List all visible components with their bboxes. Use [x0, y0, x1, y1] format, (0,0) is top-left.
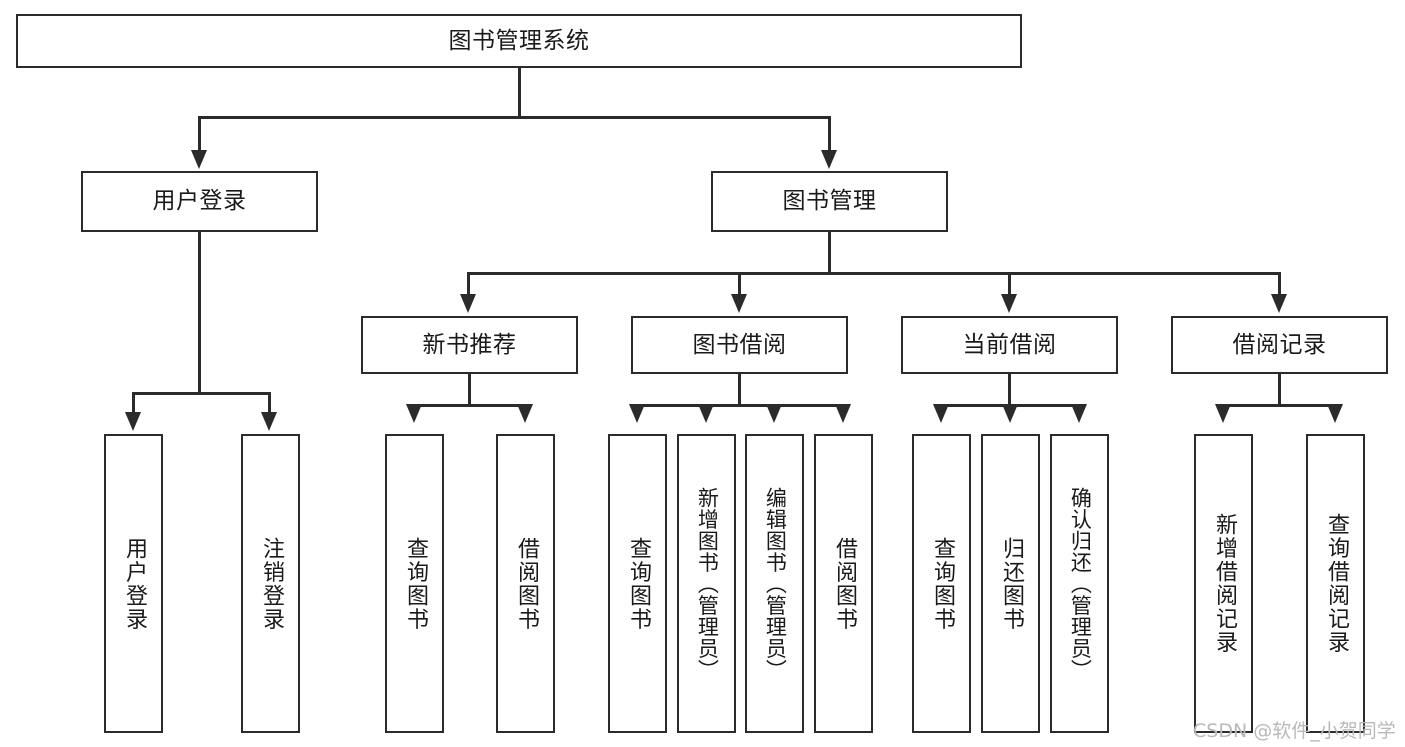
connector-root-bus	[198, 116, 831, 119]
csdn-watermark: CSDN @软件_小贺同学	[1193, 716, 1396, 743]
node-label: 编辑图书（管理员）	[763, 486, 788, 681]
node-label: 新书推荐	[422, 331, 517, 358]
connector-bookborrow-stem	[738, 374, 741, 406]
connector-root-stem	[518, 68, 521, 118]
arrowhead-book-borrow	[731, 294, 747, 313]
arrowhead-currentborrow-leaf-3	[1071, 404, 1087, 423]
connector-userlogin-drop-2	[268, 392, 271, 414]
arrowhead-book-manage	[821, 150, 837, 169]
connector-root-drop-right	[828, 116, 831, 152]
connector-newbook-stem	[468, 374, 471, 406]
arrowhead-newbook-leaf-1	[406, 404, 422, 423]
node-new-book-recommend[interactable]: 新书推荐	[361, 316, 578, 374]
arrowhead-bookborrow-leaf-2	[698, 404, 714, 423]
leaf-user-login[interactable]: 用户登录	[104, 434, 163, 733]
node-label: 当前借阅	[962, 331, 1057, 358]
node-borrow-record[interactable]: 借阅记录	[1171, 316, 1388, 374]
connector-root-drop-left	[198, 116, 201, 152]
connector-borrowrecord-bus	[1222, 404, 1336, 407]
node-label: 图书管理系统	[448, 27, 590, 54]
arrowhead-borrowrecord-leaf-2	[1327, 404, 1343, 423]
connector-currentborrow-stem	[1008, 374, 1011, 406]
arrowhead-leaf-user-login	[125, 412, 141, 431]
arrowhead-leaf-logout	[261, 412, 277, 431]
arrowhead-current-borrow	[1001, 294, 1017, 313]
node-label: 借阅记录	[1232, 331, 1327, 358]
leaf-borrowrecord-add-record[interactable]: 新增借阅记录	[1194, 434, 1253, 733]
connector-bookmgmt-drop-2	[738, 272, 741, 296]
connector-borrowrecord-stem	[1278, 374, 1281, 406]
connector-userlogin-drop-1	[132, 392, 135, 414]
leaf-logout[interactable]: 注销登录	[241, 434, 300, 733]
arrowhead-newbook-leaf-2	[517, 404, 533, 423]
arrowhead-bookborrow-leaf-3	[766, 404, 782, 423]
connector-bookmgmt-stem	[828, 232, 831, 274]
node-label: 借阅图书	[513, 536, 539, 631]
arrowhead-user-login	[191, 150, 207, 169]
connector-bookmgmt-drop-1	[467, 272, 470, 296]
arrowhead-new-book-recommend	[460, 294, 476, 313]
node-root-system[interactable]: 图书管理系统	[16, 14, 1022, 68]
connector-bookmgmt-bus	[467, 272, 1280, 275]
node-book-borrow[interactable]: 图书借阅	[631, 316, 848, 374]
node-label: 用户登录	[152, 188, 247, 214]
arrowhead-currentborrow-leaf-1	[933, 404, 949, 423]
node-label: 注销登录	[258, 536, 284, 631]
node-label: 归还图书	[998, 536, 1024, 631]
node-label: 用户登录	[121, 536, 147, 631]
node-label: 新增图书（管理员）	[695, 486, 720, 681]
node-label: 借阅图书	[831, 536, 857, 631]
connector-userlogin-stem	[198, 232, 201, 394]
leaf-bookborrow-borrow-book[interactable]: 借阅图书	[814, 434, 873, 733]
connector-bookmgmt-drop-3	[1008, 272, 1011, 296]
node-label: 查询图书	[625, 536, 651, 631]
connector-newbook-bus	[413, 404, 526, 407]
node-label: 确认归还（管理员）	[1068, 486, 1093, 681]
node-label: 图书借阅	[692, 331, 787, 358]
node-label: 查询图书	[402, 536, 428, 631]
arrowhead-bookborrow-leaf-1	[629, 404, 645, 423]
leaf-bookborrow-edit-book[interactable]: 编辑图书（管理员）	[745, 434, 804, 733]
leaf-newbook-query-book[interactable]: 查询图书	[385, 434, 444, 733]
leaf-currentborrow-return-book[interactable]: 归还图书	[981, 434, 1040, 733]
arrowhead-borrow-record	[1271, 294, 1287, 313]
connector-userlogin-bus	[132, 392, 268, 395]
node-label: 查询借阅记录	[1323, 513, 1349, 654]
watermark-text: CSDN @软件_小贺同学	[1193, 720, 1396, 742]
connector-bookmgmt-drop-4	[1278, 272, 1281, 296]
node-user-login[interactable]: 用户登录	[81, 171, 318, 232]
node-label: 新增借阅记录	[1211, 513, 1237, 654]
leaf-borrowrecord-query-record[interactable]: 查询借阅记录	[1306, 434, 1365, 733]
node-label: 图书管理	[782, 188, 877, 214]
arrowhead-bookborrow-leaf-4	[835, 404, 851, 423]
leaf-newbook-borrow-book[interactable]: 借阅图书	[496, 434, 555, 733]
connector-bookborrow-bus	[636, 404, 844, 407]
node-label: 查询图书	[929, 536, 955, 631]
leaf-bookborrow-add-book[interactable]: 新增图书（管理员）	[677, 434, 736, 733]
node-book-management[interactable]: 图书管理	[711, 171, 948, 232]
leaf-bookborrow-query-book[interactable]: 查询图书	[608, 434, 667, 733]
node-current-borrow[interactable]: 当前借阅	[901, 316, 1118, 374]
leaf-currentborrow-confirm-return[interactable]: 确认归还（管理员）	[1050, 434, 1109, 733]
leaf-currentborrow-query-book[interactable]: 查询图书	[912, 434, 971, 733]
arrowhead-borrowrecord-leaf-1	[1215, 404, 1231, 423]
arrowhead-currentborrow-leaf-2	[1002, 404, 1018, 423]
